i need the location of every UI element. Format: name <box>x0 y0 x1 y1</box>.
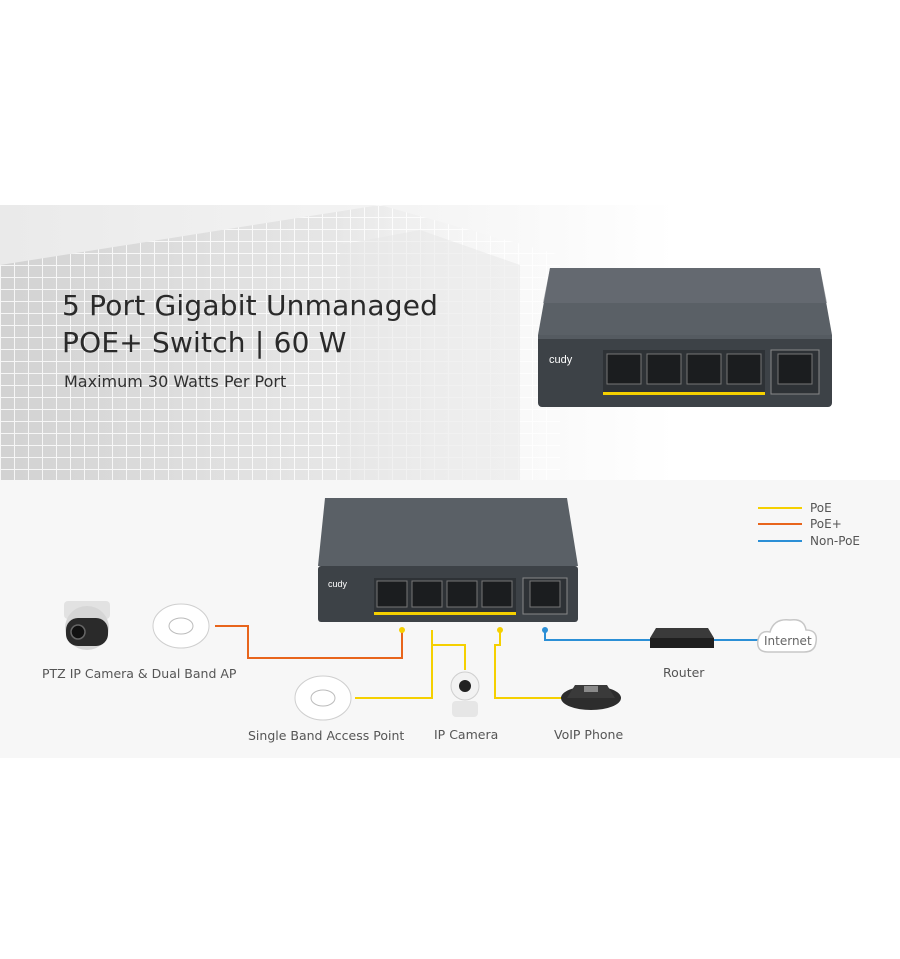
legend-poe: PoE <box>758 500 832 516</box>
ip-camera-icon <box>450 671 480 717</box>
building-background <box>0 205 560 480</box>
dual-band-ap-icon <box>152 603 210 649</box>
switch-brand-logo: cudy <box>549 354 573 366</box>
hero-banner: 5 Port Gigabit Unmanaged POE+ Switch | 6… <box>0 205 900 480</box>
poe-link-camera <box>432 644 466 670</box>
internet-label: Internet <box>764 634 812 648</box>
ip-camera-label: IP Camera <box>434 727 499 742</box>
legend-nonpoe: Non-PoE <box>758 533 860 549</box>
legend-poeplus-label: PoE+ <box>810 517 842 531</box>
legend-nonpoe-swatch <box>758 540 802 542</box>
poe-link-ap <box>355 630 433 699</box>
hero-title: 5 Port Gigabit Unmanaged POE+ Switch | 6… <box>62 287 438 361</box>
router-icon <box>650 628 714 648</box>
switch-device <box>318 498 578 622</box>
poeplus-link <box>215 625 403 659</box>
topology-canvas: cudy <box>64 498 818 721</box>
poe-ports <box>603 350 765 395</box>
single-ap-label: Single Band Access Point <box>248 728 405 743</box>
ptz-ap-label: PTZ IP Camera & Dual Band AP <box>42 666 237 681</box>
legend-poe-label: PoE <box>810 501 832 515</box>
single-band-ap-icon <box>294 675 352 721</box>
router-label: Router <box>663 665 705 680</box>
nonpoe-link-router <box>544 630 652 641</box>
voip-phone-icon <box>561 685 621 710</box>
switch-product-image: cudy <box>538 268 832 407</box>
legend-nonpoe-label: Non-PoE <box>810 534 860 548</box>
legend-poeplus-swatch <box>758 523 802 525</box>
diagram-switch-logo: cudy <box>328 579 348 589</box>
uplink-port <box>770 349 820 395</box>
hero-title-line1: 5 Port Gigabit Unmanaged <box>62 289 439 322</box>
voip-label: VoIP Phone <box>554 727 624 742</box>
legend-poeplus: PoE+ <box>758 516 842 532</box>
poe-link-voip <box>494 630 565 699</box>
hero-subtitle: Maximum 30 Watts Per Port <box>64 372 287 391</box>
legend-poe-swatch <box>758 507 802 509</box>
hero-title-line2: POE+ Switch | 60 W <box>62 326 347 359</box>
ptz-camera-icon <box>64 601 110 650</box>
topology-diagram: cudy <box>0 480 900 758</box>
internet-cloud-icon <box>756 618 818 653</box>
